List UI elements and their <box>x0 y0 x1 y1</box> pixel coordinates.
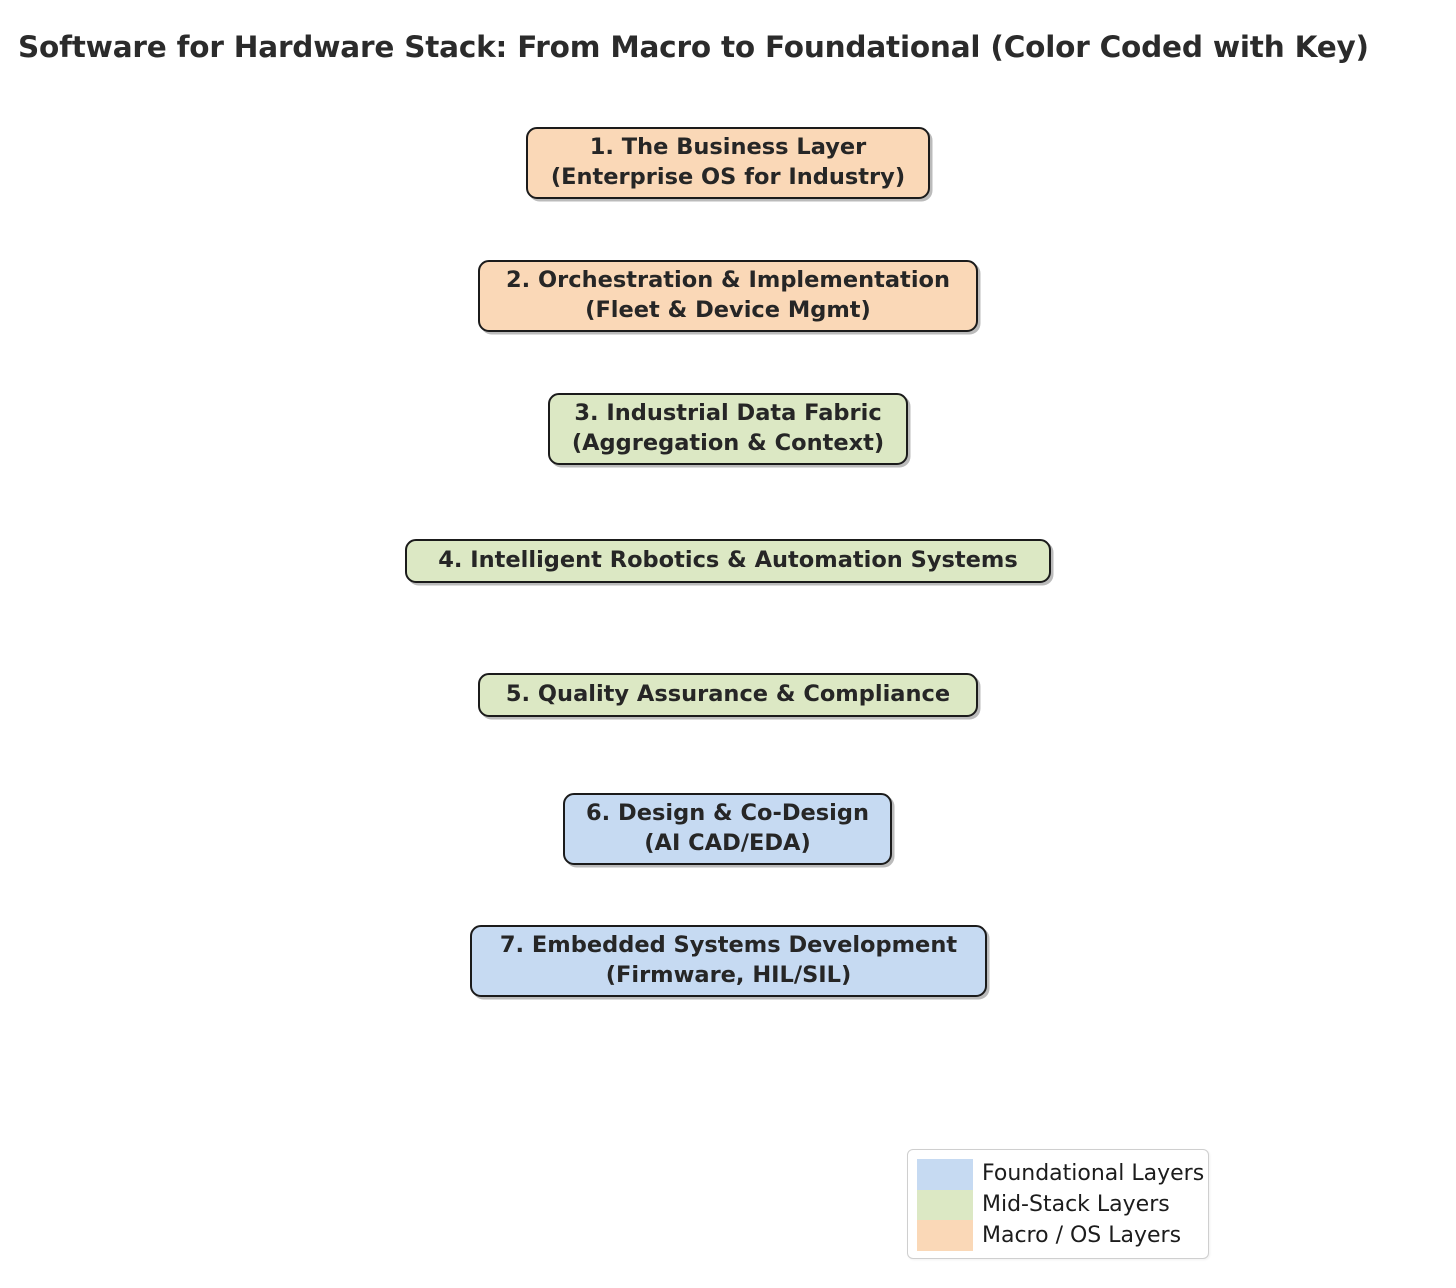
legend-label-2: Mid-Stack Layers <box>982 1191 1170 1217</box>
stack-node-2[interactable]: 2. Orchestration & Implementation (Fleet… <box>478 260 978 332</box>
stack-node-4[interactable]: 4. Intelligent Robotics & Automation Sys… <box>405 539 1051 583</box>
legend-swatch-3 <box>917 1220 973 1252</box>
stack-node-3[interactable]: 3. Industrial Data Fabric (Aggregation &… <box>548 393 908 465</box>
page-title: Software for Hardware Stack: From Macro … <box>18 29 1369 64</box>
legend-label-3: Macro / OS Layers <box>982 1223 1182 1249</box>
stack-node-5[interactable]: 5. Quality Assurance & Compliance <box>478 673 978 717</box>
stack-node-6[interactable]: 6. Design & Co-Design (AI CAD/EDA) <box>563 793 892 865</box>
legend-swatch-2 <box>917 1189 973 1221</box>
legend-swatch-column <box>917 1159 973 1252</box>
stack-node-7[interactable]: 7. Embedded Systems Development (Firmwar… <box>470 925 987 997</box>
stack-node-1[interactable]: 1. The Business Layer (Enterprise OS for… <box>526 127 930 199</box>
legend-swatch-1 <box>917 1159 973 1190</box>
legend-label-1: Foundational Layers <box>982 1160 1205 1186</box>
